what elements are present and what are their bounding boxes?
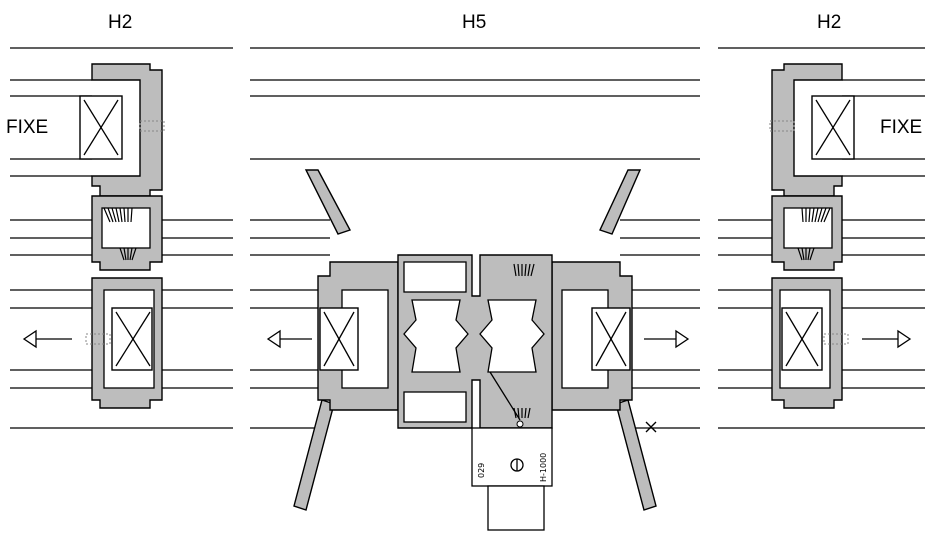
fixe-label-right: FIXE <box>880 117 922 138</box>
right-section-title: H2 <box>817 12 841 33</box>
center-h5-section: 029 H-1000 <box>266 169 690 531</box>
cross-mark-icon <box>645 421 657 433</box>
center-section-title: H5 <box>462 12 486 33</box>
reference-lines <box>10 47 925 429</box>
fixe-glazing-left <box>79 95 123 160</box>
lock-code-right: H-1000 <box>539 453 548 482</box>
arrow-center-right-icon <box>644 329 690 349</box>
left-section-title: H2 <box>108 12 132 33</box>
fixe-label-left: FIXE <box>6 117 48 138</box>
arrow-center-left-icon <box>266 329 312 349</box>
lock-code-left: 029 <box>477 463 486 478</box>
right-h2-section: FIXE <box>769 63 922 409</box>
lock-key <box>487 485 545 531</box>
arrow-right-icon <box>862 329 912 349</box>
lock-box <box>471 427 553 487</box>
fixe-glazing-right <box>811 95 855 160</box>
left-h2-section: FIXE <box>6 63 165 409</box>
arrow-left-icon <box>22 329 72 349</box>
